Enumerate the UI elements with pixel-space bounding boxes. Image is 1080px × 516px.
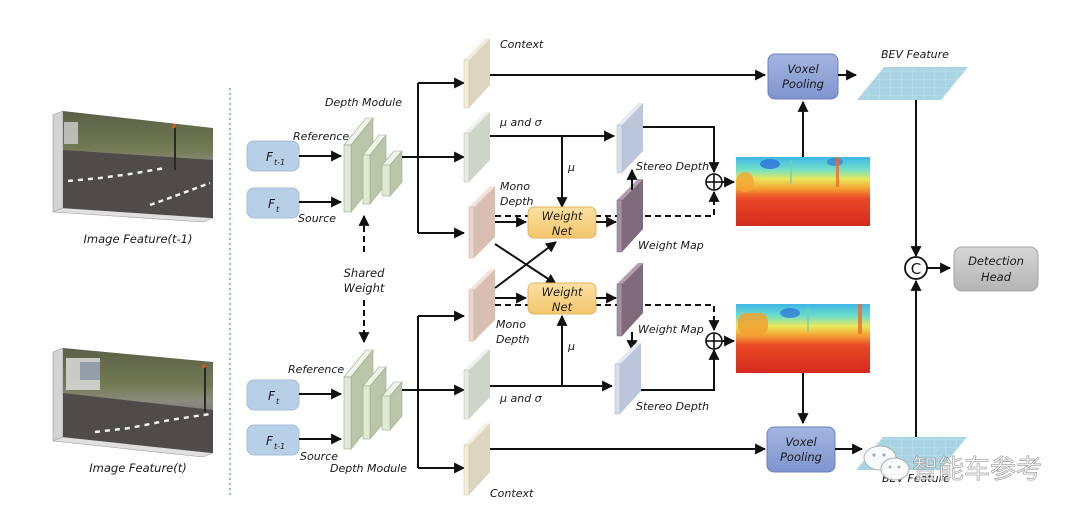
watermark: 智能车参考 — [863, 445, 1042, 485]
stereo-depth-label-bottom: Stereo Depth — [636, 400, 709, 413]
source-label-bottom: Source — [300, 450, 338, 463]
stereo-depth-plane-bottom — [614, 343, 641, 415]
shared-weight-label-1: Shared — [344, 266, 385, 280]
input-symbol: F — [268, 389, 276, 403]
stereo-to-sum-bottom — [641, 348, 720, 391]
weight-net-top: Weight Net — [527, 206, 597, 239]
context-plane-top — [463, 38, 490, 109]
reference-label-bottom: Reference — [288, 363, 344, 376]
voxel-pooling-label-2: Pooling — [782, 77, 824, 91]
mu-sigma-label-bottom: μ and σ — [499, 392, 543, 405]
voxel-pooling-label-1: Voxel — [787, 62, 819, 76]
detection-head-label-2: Head — [981, 270, 1012, 284]
context-plane-bottom — [463, 423, 490, 496]
voxel-pooling-top: Voxel Pooling — [767, 53, 839, 100]
depth-module-bottom — [343, 349, 403, 450]
bev-feature-plane-top — [857, 67, 968, 100]
mono-depth-label-2-top: Depth — [500, 195, 534, 208]
input-f-t-minus-1-top: F t-1 — [246, 140, 300, 172]
sum-node-top — [705, 173, 723, 191]
voxel-pooling-label-1: Voxel — [785, 435, 817, 449]
weight-map-plane-bottom — [616, 263, 643, 337]
voxel-pooling-label-2: Pooling — [780, 450, 822, 464]
input-subscript: t-1 — [274, 158, 285, 167]
mono-depth-label-1-bottom: Mono — [496, 318, 526, 331]
context-label-bottom: Context — [490, 487, 534, 500]
bev-feature-label-top: BEV Feature — [881, 48, 949, 61]
depth-heatmap-bottom — [736, 304, 870, 373]
mu-sigma-label-top: μ and σ — [499, 116, 543, 129]
input-symbol: F — [266, 434, 274, 448]
image-feature-t-minus-1 — [52, 110, 214, 223]
mono-depth-plane-bottom — [468, 269, 495, 342]
mu-label-top: μ — [567, 161, 575, 174]
sum-node-bottom — [705, 332, 723, 350]
input-symbol: F — [266, 150, 274, 164]
reference-label-top: Reference — [293, 130, 349, 143]
mu-label-bottom: μ — [567, 340, 575, 353]
concat-node: C — [904, 256, 928, 280]
weight-net-label-1: Weight — [542, 285, 583, 299]
input-f-t-top: F t — [246, 187, 300, 219]
detection-head-label-1: Detection — [968, 254, 1024, 268]
image-feature-t-label: Image Feature(t) — [89, 461, 187, 475]
weight-net-label-1: Weight — [542, 209, 583, 223]
weight-net-label-2: Net — [552, 300, 573, 314]
weight-map-label-top: Weight Map — [638, 239, 704, 252]
depth-module-top — [343, 117, 403, 213]
image-feature-t — [52, 347, 214, 458]
image-feature-t-minus-1-label: Image Feature(t-1) — [84, 232, 193, 246]
mono-depth-label-1-top: Mono — [500, 180, 530, 193]
input-f-t-bottom: F t — [246, 379, 300, 411]
mono-depth-plane-top — [468, 186, 495, 259]
watermark-text: 智能车参考 — [912, 455, 1042, 485]
mono-depth-label-2-bottom: Depth — [496, 333, 530, 346]
context-label-top: Context — [500, 38, 544, 51]
cross-arrow-bottom-to-top — [494, 241, 557, 289]
input-symbol: F — [268, 197, 276, 211]
weight-net-bottom: Weight Net — [527, 282, 597, 315]
input-subscript: t-1 — [274, 442, 285, 451]
weight-map-label-bottom: Weight Map — [638, 323, 704, 336]
input-subscript: t — [276, 397, 280, 406]
shared-weight-label-2: Weight — [344, 281, 385, 295]
weight-net-label-2: Net — [552, 224, 573, 238]
depth-module-label-top: Depth Module — [325, 96, 402, 109]
concat-symbol: C — [911, 260, 921, 278]
depth-heatmap-top — [736, 157, 870, 226]
detection-head: Detection Head — [953, 246, 1039, 292]
stereo-depth-plane-top — [616, 103, 643, 174]
source-label-top: Source — [298, 212, 336, 225]
input-subscript: t — [276, 205, 280, 214]
stereo-to-sum-top — [643, 126, 720, 174]
weight-map-plane-top — [616, 179, 643, 253]
depth-module-label-bottom: Depth Module — [330, 462, 407, 475]
input-f-t-minus-1-bottom: F t-1 — [246, 424, 300, 456]
mu-sigma-plane-bottom — [463, 349, 490, 420]
voxel-pooling-bottom: Voxel Pooling — [766, 426, 836, 473]
mu-sigma-plane-top — [463, 112, 490, 183]
stereo-depth-label-top: Stereo Depth — [636, 160, 709, 173]
